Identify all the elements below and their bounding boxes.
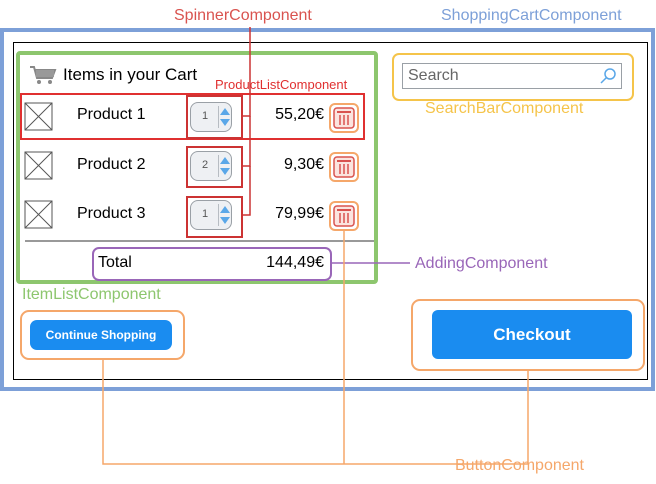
shopping-cart-component-label: ShoppingCartComponent: [441, 7, 622, 24]
product-name: Product 1: [77, 106, 146, 123]
quantity-value: 1: [201, 208, 209, 220]
increment-arrow-icon[interactable]: [220, 108, 230, 115]
trash-icon[interactable]: [333, 205, 355, 227]
total-value: 144,49€: [266, 254, 324, 271]
stepper-divider: [218, 106, 219, 128]
item-list-component-outline: [16, 51, 378, 284]
quantity-stepper[interactable]: 1: [190, 102, 232, 132]
product-price: 9,30€: [283, 156, 324, 173]
stepper-divider: [218, 155, 219, 177]
spinner-outline-1: [186, 95, 243, 139]
item-list-component-label: ItemListComponent: [22, 286, 161, 303]
decrement-arrow-icon[interactable]: [220, 168, 230, 175]
button-component-label: ButtonComponent: [455, 457, 584, 474]
spinner-outline-3: [186, 196, 243, 238]
trash-outline-2: [329, 152, 359, 182]
adding-component-outline: [92, 247, 332, 281]
total-label: Total: [98, 254, 132, 271]
product-image-icon: [24, 102, 53, 131]
search-bar-component-label: SearchBarComponent: [425, 100, 584, 117]
spinner-connector-1: [242, 27, 251, 117]
quantity-stepper[interactable]: 2: [190, 151, 232, 181]
search-placeholder: Search: [408, 67, 459, 84]
quantity-value: 2: [201, 159, 209, 171]
decrement-arrow-icon[interactable]: [220, 119, 230, 126]
spinner-outline-2: [186, 146, 243, 188]
button-connector-continue: [102, 359, 446, 465]
search-bar-component-outline: [392, 53, 634, 101]
product-list-component-label: ProductListComponent: [215, 77, 348, 92]
cart-icon: [30, 66, 57, 84]
adding-component-label: AddingComponent: [415, 255, 548, 272]
product-image-icon: [24, 151, 53, 180]
continue-shopping-button[interactable]: Continue Shopping: [30, 320, 172, 350]
cart-title: Items in your Cart: [63, 65, 198, 84]
product-name: Product 3: [77, 205, 146, 222]
product-image-icon: [24, 200, 53, 229]
trash-icon[interactable]: [333, 107, 355, 129]
spinner-connector-2: [242, 116, 251, 167]
quantity-value: 1: [201, 110, 209, 122]
product-price: 79,99€: [275, 205, 324, 222]
button-connector-checkout: [446, 370, 529, 465]
decrement-arrow-icon[interactable]: [220, 217, 230, 224]
product-name: Product 2: [77, 156, 146, 173]
increment-arrow-icon[interactable]: [220, 206, 230, 213]
shopping-cart-component-outline: [0, 28, 655, 391]
spinner-component-label: SpinnerComponent: [174, 7, 312, 24]
search-icon[interactable]: [599, 67, 617, 85]
trash-icon[interactable]: [333, 156, 355, 178]
quantity-stepper[interactable]: 1: [190, 200, 232, 230]
increment-arrow-icon[interactable]: [220, 157, 230, 164]
checkout-button[interactable]: Checkout: [432, 310, 632, 359]
search-input[interactable]: Search: [402, 63, 622, 89]
stepper-divider: [218, 204, 219, 226]
product-price: 55,20€: [275, 106, 324, 123]
spinner-connector-3: [242, 166, 251, 216]
trash-outline-1: [329, 103, 359, 133]
